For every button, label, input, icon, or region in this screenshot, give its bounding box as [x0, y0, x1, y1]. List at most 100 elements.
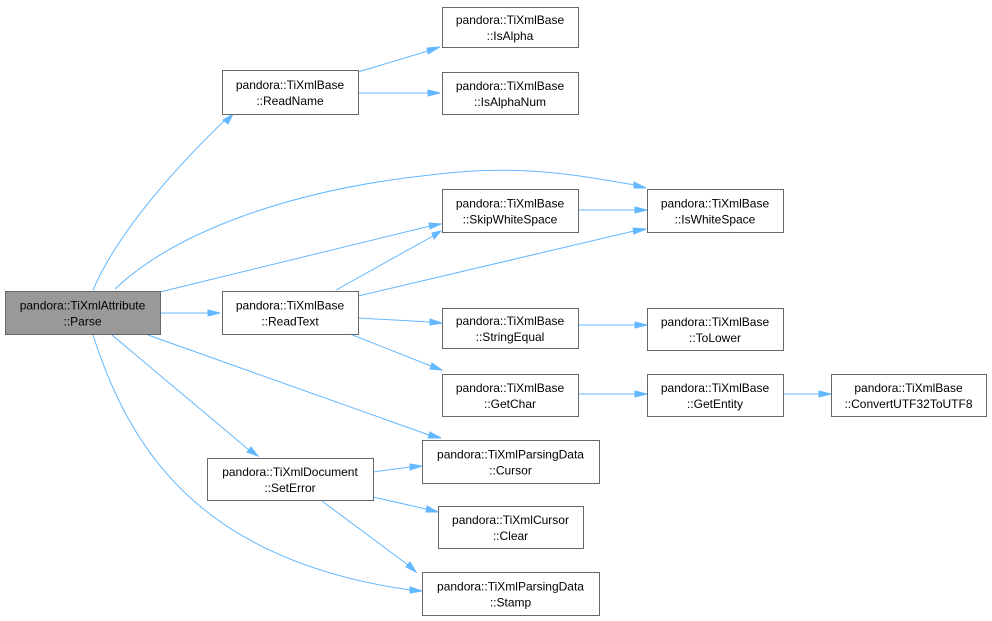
edge-line: [357, 50, 429, 73]
node-label-class: pandora::TiXmlBase: [661, 315, 770, 329]
edge-seterror-to-clear: [372, 496, 439, 513]
edge-arrowhead: [222, 112, 235, 125]
node-label-class: pandora::TiXmlBase: [456, 13, 565, 27]
edge-line: [92, 334, 411, 591]
node-label-method: ::GetEntity: [687, 397, 743, 411]
node-readtext[interactable]: pandora::TiXmlBase::ReadText: [222, 291, 359, 335]
node-box: [442, 72, 579, 115]
edge-getchar-to-getentity: [578, 390, 648, 398]
edge-arrowhead: [431, 230, 443, 240]
node-box: [222, 291, 359, 335]
node-label-class: pandora::TiXmlParsingData: [437, 580, 584, 594]
edge-readname-to-isalphanum: [358, 89, 441, 97]
node-label-method: ::StringEqual: [476, 330, 545, 344]
edge-arrowhead: [429, 362, 444, 371]
node-readname[interactable]: pandora::TiXmlBase::ReadName: [222, 70, 359, 115]
node-label-method: ::ToLower: [689, 331, 741, 345]
edge-arrowhead: [425, 505, 439, 513]
edge-root-to-iswhitespace: [114, 169, 647, 290]
node-seterror[interactable]: pandora::TiXmlDocument::SetError: [207, 458, 374, 501]
edge-readtext-to-stringequal: [357, 317, 443, 326]
node-label-method: ::Cursor: [489, 464, 532, 478]
node-convertutf[interactable]: pandora::TiXmlBase::ConvertUTF32ToUTF8: [831, 374, 987, 417]
node-label-method: ::IsAlpha: [487, 29, 534, 43]
edge-arrowhead: [409, 586, 423, 594]
edge-line: [111, 334, 250, 451]
node-getchar[interactable]: pandora::TiXmlBase::GetChar: [442, 374, 579, 417]
edge-line: [321, 500, 409, 566]
node-box: [831, 374, 987, 417]
edge-line: [92, 118, 227, 291]
edge-line: [159, 225, 431, 293]
edge-arrowhead: [207, 309, 221, 317]
node-label-method: ::ConvertUTF32ToUTF8: [844, 397, 972, 411]
edge-arrowhead: [633, 181, 647, 189]
node-isalphanum[interactable]: pandora::TiXmlBase::IsAlphaNum: [442, 72, 579, 115]
node-box: [422, 440, 600, 484]
node-box: [438, 506, 584, 549]
node-stamp[interactable]: pandora::TiXmlParsingData::Stamp: [422, 572, 600, 616]
node-label-method: ::SetError: [264, 481, 315, 495]
node-label-class: pandora::TiXmlBase: [661, 381, 770, 395]
node-label-class: pandora::TiXmlBase: [456, 381, 565, 395]
edge-stringequal-to-tolower: [578, 321, 648, 329]
node-box: [5, 291, 161, 335]
node-box: [442, 189, 579, 233]
node-label-class: pandora::TiXmlBase: [456, 197, 565, 211]
edge-arrowhead: [426, 46, 441, 55]
node-label-method: ::ReadName: [256, 94, 324, 108]
edge-readtext-to-iswhitespace: [357, 227, 647, 297]
node-label-class: pandora::TiXmlParsingData: [437, 448, 584, 462]
edge-arrowhead: [246, 446, 260, 458]
edge-seterror-to-cursor: [372, 463, 423, 473]
edge-readname-to-isalpha: [357, 46, 441, 73]
edge-line: [147, 334, 430, 436]
node-box: [442, 7, 579, 48]
node-label-class: pandora::TiXmlBase: [236, 78, 345, 92]
call-graph-nodes: pandora::TiXmlAttribute::Parsepandora::T…: [5, 7, 987, 616]
edge-arrowhead: [405, 561, 418, 574]
node-label-method: ::Parse: [63, 315, 101, 329]
node-label-class: pandora::TiXmlBase: [236, 299, 345, 313]
node-label-class: pandora::TiXmlBase: [854, 381, 963, 395]
node-label-class: pandora::TiXmlCursor: [452, 513, 569, 527]
node-label-class: pandora::TiXmlBase: [661, 197, 770, 211]
edge-root-to-readname: [92, 112, 235, 291]
edge-line: [114, 169, 636, 290]
node-label-class: pandora::TiXmlBase: [456, 79, 565, 93]
node-isalpha[interactable]: pandora::TiXmlBase::IsAlpha: [442, 7, 579, 48]
node-box: [647, 189, 784, 233]
node-label-method: ::IsWhiteSpace: [675, 213, 756, 227]
node-getentity[interactable]: pandora::TiXmlBase::GetEntity: [647, 374, 784, 417]
edge-arrowhead: [632, 227, 647, 235]
node-stringequal[interactable]: pandora::TiXmlBase::StringEqual: [442, 308, 579, 349]
edge-seterror-to-stamp: [321, 500, 418, 574]
edge-root-to-skipwhitespace: [159, 222, 443, 293]
edge-skipwhitespace-to-iswhitespace: [578, 206, 648, 214]
node-tolower[interactable]: pandora::TiXmlBase::ToLower: [647, 308, 784, 351]
node-iswhitespace[interactable]: pandora::TiXmlBase::IsWhiteSpace: [647, 189, 784, 233]
node-box: [647, 308, 784, 351]
node-label-method: ::Clear: [493, 529, 528, 543]
node-root[interactable]: pandora::TiXmlAttribute::Parse: [5, 291, 161, 335]
node-label-class: pandora::TiXmlAttribute: [20, 299, 146, 313]
node-label-method: ::GetChar: [484, 397, 536, 411]
edge-readtext-to-getchar: [349, 333, 444, 371]
edge-arrowhead: [634, 390, 648, 398]
edge-arrowhead: [634, 321, 648, 329]
edge-root-to-readtext: [160, 309, 221, 317]
edge-line: [372, 466, 411, 473]
edge-arrowhead: [818, 390, 832, 398]
node-box: [222, 70, 359, 115]
node-clear[interactable]: pandora::TiXmlCursor::Clear: [438, 506, 584, 549]
node-label-method: ::Stamp: [490, 596, 532, 610]
node-cursor[interactable]: pandora::TiXmlParsingData::Cursor: [422, 440, 600, 484]
edge-root-to-stamp: [92, 334, 423, 594]
node-box: [207, 458, 374, 501]
node-skipwhitespace[interactable]: pandora::TiXmlBase::SkipWhiteSpace: [442, 189, 579, 233]
edge-arrowhead: [634, 206, 648, 214]
edge-arrowhead: [429, 318, 443, 326]
node-box: [422, 572, 600, 616]
edge-readtext-to-skipwhitespace: [335, 230, 443, 291]
